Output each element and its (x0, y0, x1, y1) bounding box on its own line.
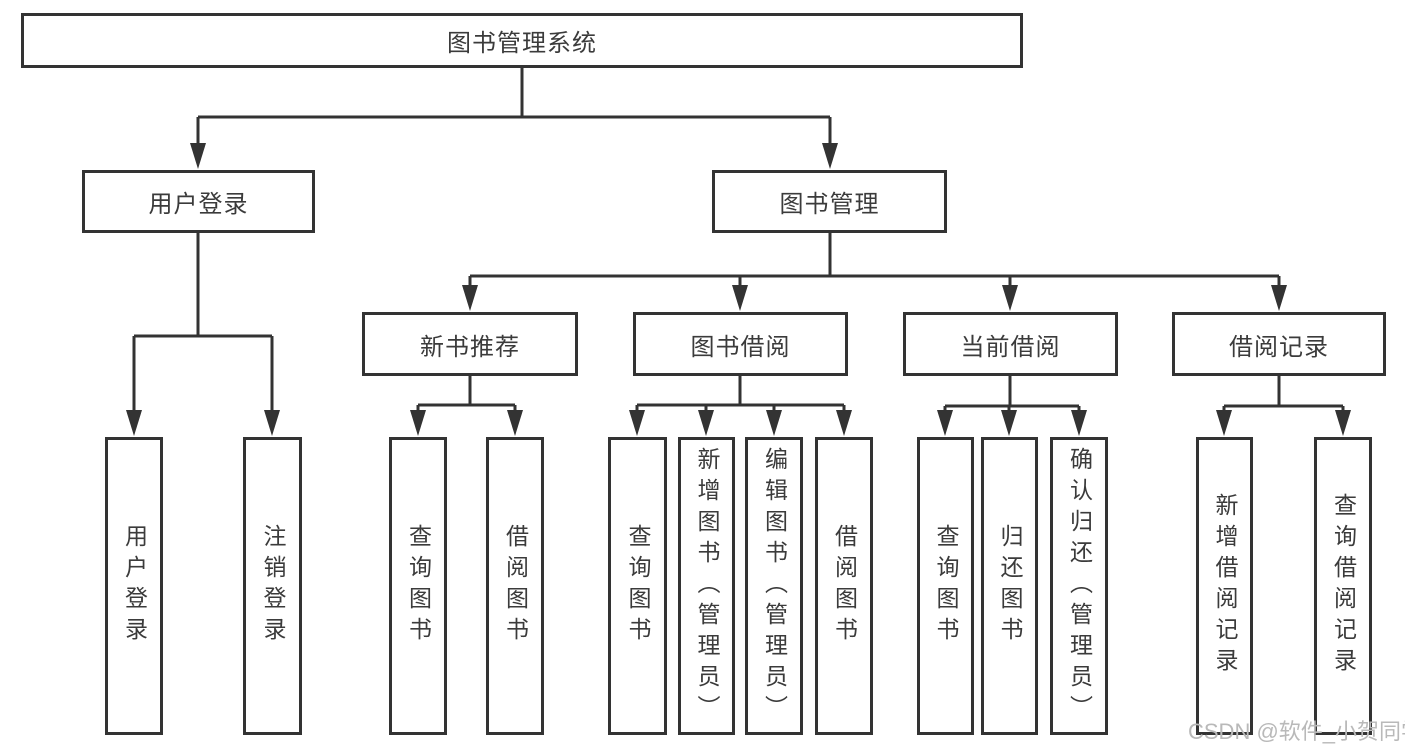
node-book-borrowing: 图书借阅 (633, 312, 848, 376)
leaf-confirm-return-admin-label: 确认归还（管理员） (1066, 446, 1093, 726)
node-root-label: 图书管理系统 (447, 30, 597, 57)
node-book-borrowing-label: 图书借阅 (690, 333, 791, 361)
leaf-add-borrow-record-label: 新增借阅记录 (1212, 493, 1238, 679)
node-new-book-recommend: 新书推荐 (362, 312, 578, 376)
leaf-query-borrow-record: 查询借阅记录 (1314, 437, 1372, 735)
leaf-query-books-3-label: 查询图书 (933, 524, 959, 648)
leaf-confirm-return-admin: 确认归还（管理员） (1050, 437, 1108, 735)
node-book-management-label: 图书管理 (779, 191, 880, 218)
leaf-query-borrow-record-label: 查询借阅记录 (1330, 493, 1357, 679)
leaf-logout: 注销登录 (243, 437, 302, 735)
leaf-borrow-books-1-label: 借阅图书 (502, 524, 529, 648)
leaf-edit-books-admin: 编辑图书（管理员） (745, 437, 803, 735)
node-user-login: 用户登录 (82, 170, 315, 233)
leaf-logout-label: 注销登录 (260, 524, 286, 648)
leaf-add-books-admin-label: 新增图书（管理员） (694, 446, 720, 726)
leaf-query-books-2-label: 查询图书 (625, 524, 651, 648)
leaf-query-books-1-label: 查询图书 (405, 524, 432, 648)
node-user-login-label: 用户登录 (148, 191, 249, 218)
connector-paths (132, 68, 1345, 414)
node-current-borrowing-label: 当前借阅 (960, 333, 1061, 361)
node-current-borrowing: 当前借阅 (903, 312, 1118, 376)
leaf-add-borrow-record: 新增借阅记录 (1196, 437, 1253, 735)
node-borrowing-records-label: 借阅记录 (1229, 333, 1329, 361)
leaf-user-login-label: 用户登录 (121, 524, 148, 648)
leaf-borrow-books-2: 借阅图书 (815, 437, 873, 735)
leaf-return-books-label: 归还图书 (997, 524, 1023, 648)
node-new-book-recommend-label: 新书推荐 (420, 333, 520, 361)
leaf-edit-books-admin-label: 编辑图书（管理员） (761, 446, 788, 726)
leaf-query-books-1: 查询图书 (389, 437, 447, 735)
leaf-user-login: 用户登录 (105, 437, 163, 735)
csdn-watermark: CSDN @软件_小贺同学 (1188, 719, 1405, 744)
node-book-management: 图书管理 (712, 170, 947, 233)
leaf-borrow-books-1: 借阅图书 (486, 437, 544, 735)
leaf-add-books-admin: 新增图书（管理员） (678, 437, 735, 735)
arrowheads (126, 143, 1351, 436)
leaf-query-books-2: 查询图书 (608, 437, 667, 735)
leaf-query-books-3: 查询图书 (917, 437, 974, 735)
leaf-borrow-books-2-label: 借阅图书 (831, 524, 858, 648)
leaf-return-books: 归还图书 (981, 437, 1038, 735)
node-root: 图书管理系统 (21, 13, 1023, 68)
node-borrowing-records: 借阅记录 (1172, 312, 1386, 376)
